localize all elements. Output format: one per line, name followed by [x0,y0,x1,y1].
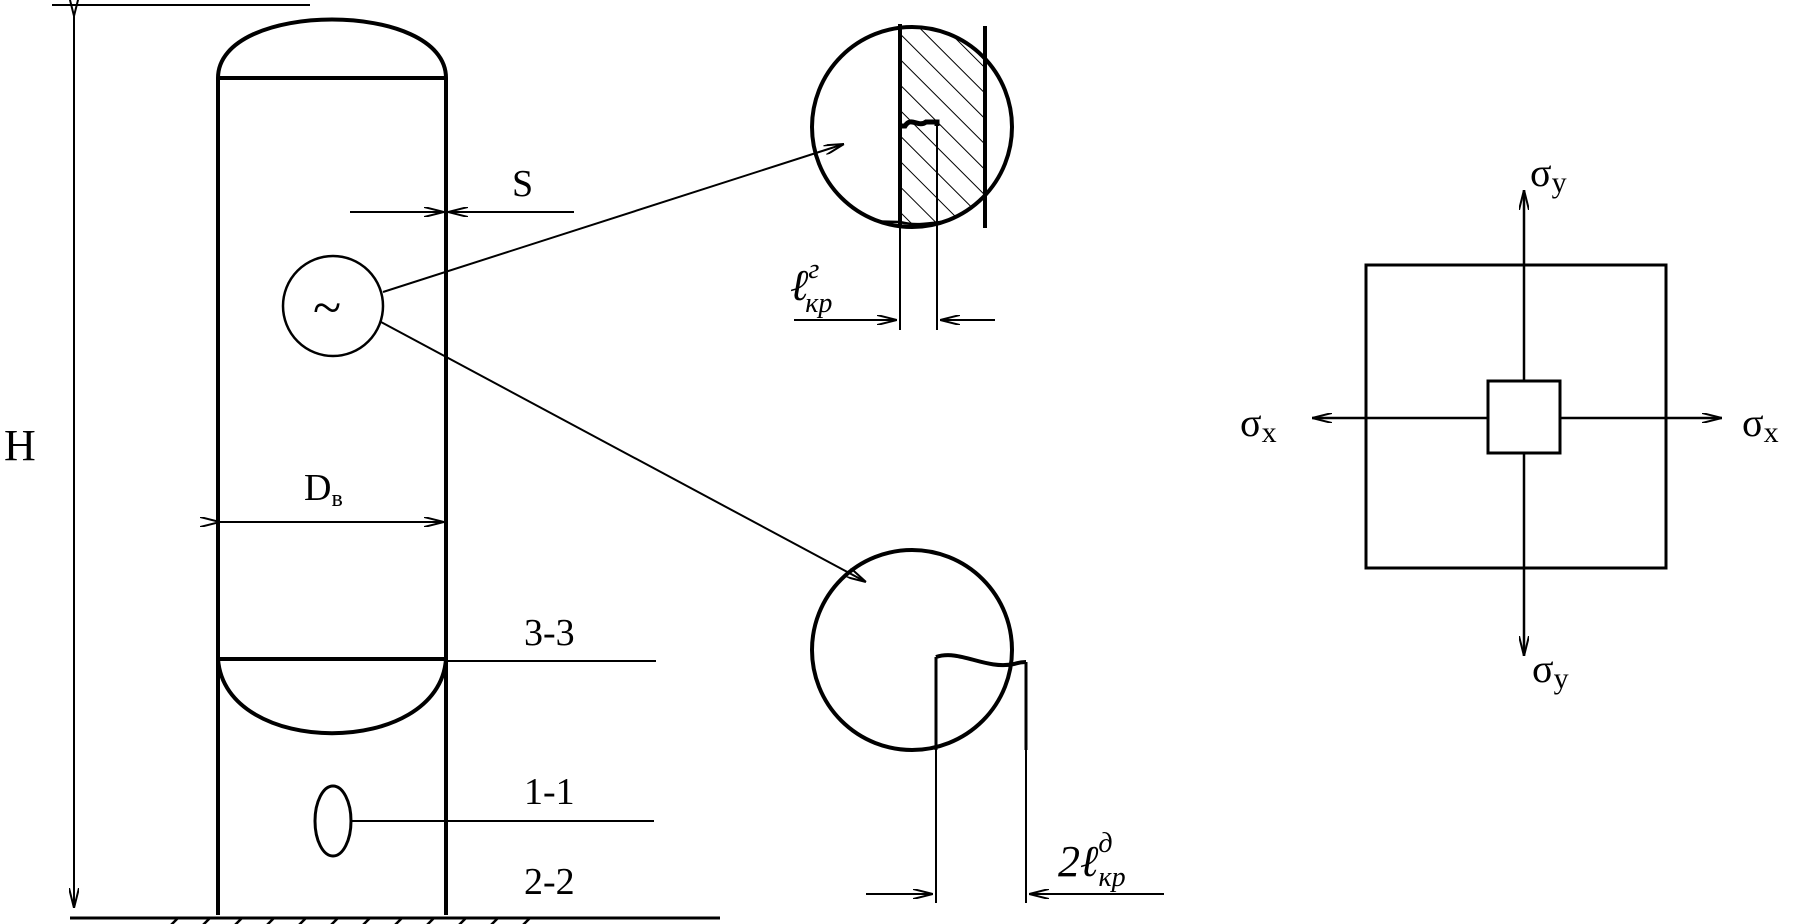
leader-to-surface-view [380,321,866,582]
sigma-y-top-label: σy [1530,150,1567,199]
diameter-label: Dв [304,467,343,512]
section-3-label: 3-3 [524,612,575,654]
defect-location-circle [281,254,385,358]
vessel-top-dome [216,17,448,79]
sigma-y-bottom-label: σy [1532,646,1569,695]
stress-plate [1364,263,1668,570]
nozzle-ellipse [313,784,353,858]
stress-element-square [1486,379,1562,455]
vessel-bottom-dome [216,658,448,736]
height-dimension [52,5,310,908]
height-label: H [4,421,36,470]
ground-hatch [170,917,531,924]
section-1-label: 1-1 [524,771,575,813]
leader-to-depth-view [382,144,844,293]
stress-element [1312,190,1722,656]
depth-detail-view [794,24,1014,330]
crack-depth-mark [900,119,940,129]
crack-surface-top [935,653,1027,668]
thickness-label: S [512,163,533,205]
surface-detail-circle-outline [810,548,1014,752]
vessel [216,17,448,915]
depth-detail-circle [810,25,1014,229]
wall-section-hatch [899,27,985,227]
defect-symbol: ~ [313,280,341,337]
surface-detail-view [810,548,1164,903]
sigma-x-right-label: σx [1742,400,1779,449]
ground [70,916,720,924]
sigma-x-left-label: σx [1240,400,1277,449]
section-2-label: 2-2 [524,861,575,903]
